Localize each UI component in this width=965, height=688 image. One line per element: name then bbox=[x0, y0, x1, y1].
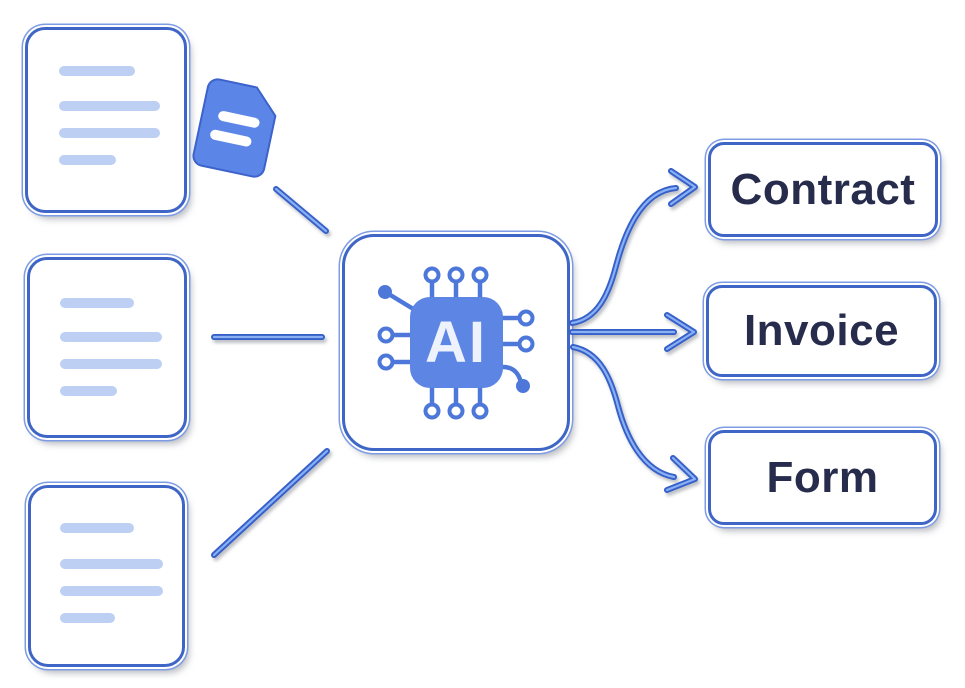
text-line bbox=[59, 66, 135, 76]
text-line bbox=[59, 128, 160, 138]
text-line bbox=[60, 523, 134, 533]
arrow-to-contract bbox=[569, 185, 679, 326]
output-box-contract: Contract bbox=[708, 142, 938, 237]
text-line bbox=[60, 386, 117, 396]
chip-pin-dots bbox=[378, 285, 530, 393]
chip-pin-rings bbox=[377, 266, 535, 420]
arrowhead-contract bbox=[668, 168, 698, 207]
text-line bbox=[60, 586, 163, 596]
arrowhead-invoice bbox=[664, 312, 697, 352]
ai-chip-label: AI bbox=[425, 310, 487, 375]
chip-body bbox=[410, 297, 503, 388]
ai-processor-box: AI bbox=[342, 234, 570, 451]
output-label-invoice: Invoice bbox=[743, 306, 900, 355]
input-line-top bbox=[273, 186, 329, 234]
input-line-bottom bbox=[211, 448, 330, 558]
text-line bbox=[60, 298, 134, 308]
output-box-invoice: Invoice bbox=[706, 285, 937, 377]
document-card-2 bbox=[27, 257, 187, 438]
docs-file-icon bbox=[192, 78, 277, 178]
text-line bbox=[59, 101, 160, 111]
document-card-3 bbox=[28, 485, 185, 667]
text-line bbox=[59, 155, 116, 165]
arrow-to-form bbox=[570, 344, 677, 480]
text-line bbox=[60, 359, 162, 369]
text-line bbox=[60, 332, 162, 342]
text-line bbox=[60, 559, 163, 569]
ai-chip-icon: AI bbox=[377, 266, 535, 420]
output-label-contract: Contract bbox=[730, 164, 916, 214]
text-line bbox=[60, 613, 115, 623]
document-card-1 bbox=[25, 27, 187, 213]
output-box-form: Form bbox=[708, 430, 937, 525]
output-label-form: Form bbox=[766, 452, 879, 502]
arrowhead-form bbox=[664, 455, 698, 493]
